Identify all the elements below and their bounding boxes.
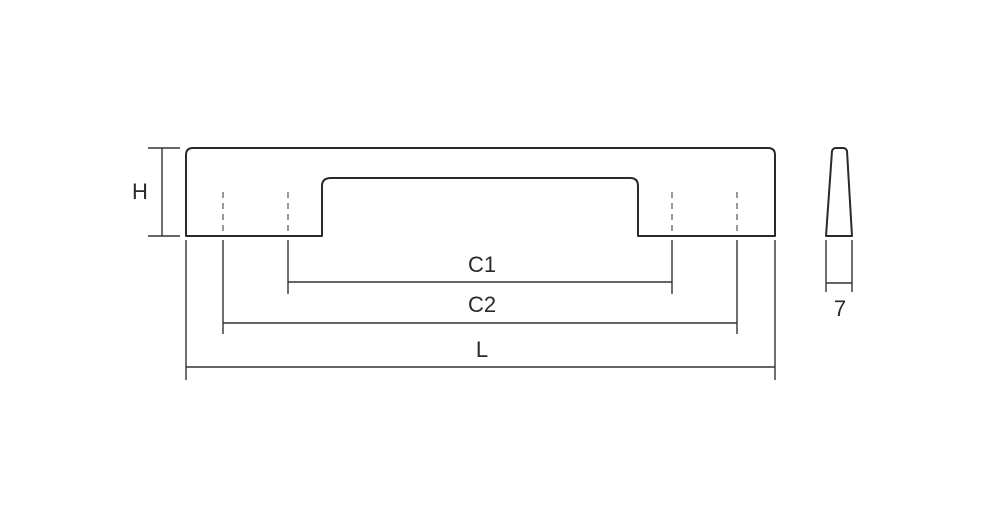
c1-label: C1 xyxy=(468,252,496,277)
c1-dimension: C1 xyxy=(287,240,673,294)
length-dimension: L xyxy=(185,240,776,380)
length-label: L xyxy=(476,337,488,362)
c2-label: C2 xyxy=(468,292,496,317)
c2-dimension: C2 xyxy=(222,240,738,334)
thickness-label: 7 xyxy=(834,296,846,321)
height-dimension: H xyxy=(132,147,180,237)
handle-side-view xyxy=(825,147,853,237)
handle-front-view xyxy=(185,147,776,237)
height-label: H xyxy=(132,179,148,204)
thickness-dimension: 7 xyxy=(825,240,853,321)
